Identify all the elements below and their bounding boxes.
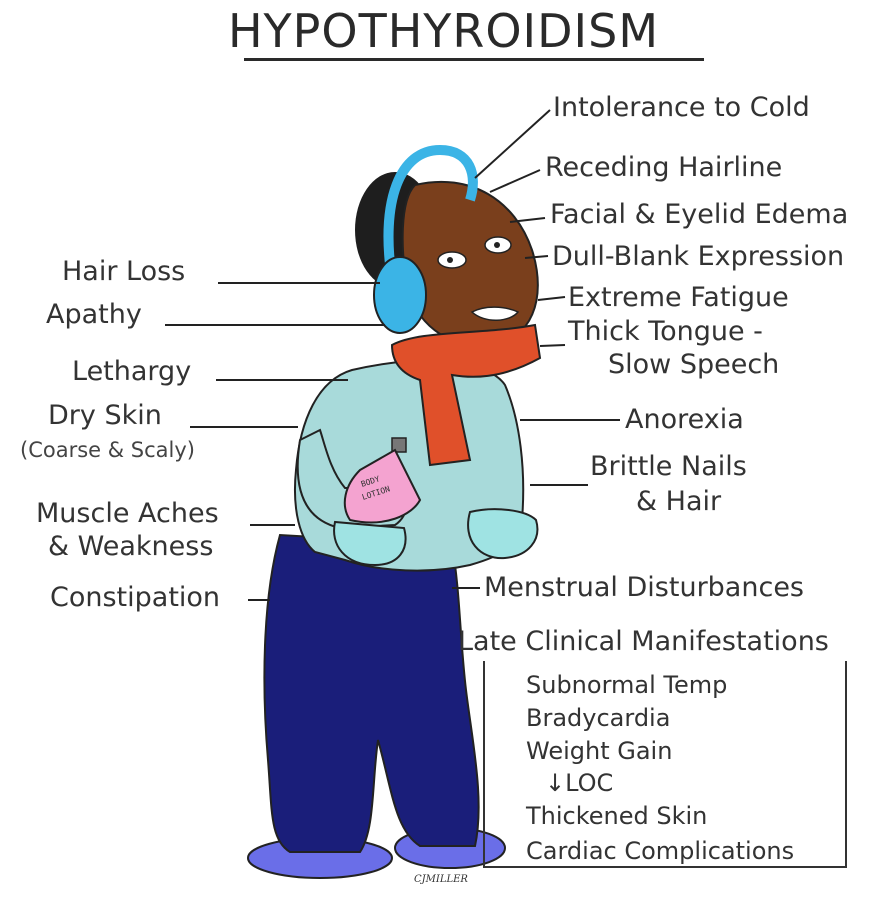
mitten-right (468, 509, 537, 558)
late-item-bradycardia: Bradycardia (526, 703, 670, 733)
artist-signature: CJMILLER (414, 874, 468, 885)
late-item-cardiac-complications: Cardiac Complications (526, 836, 794, 866)
title-underline (244, 58, 704, 61)
label-constipation: Constipation (50, 582, 220, 614)
late-manifestations-heading: Late Clinical Manifestations (458, 626, 829, 658)
label-brittle-nails: Brittle Nails (590, 451, 747, 483)
label-menstrual-disturbances: Menstrual Disturbances (484, 572, 804, 604)
late-item-subnormal-temp: Subnormal Temp (526, 670, 727, 700)
label-thick-tongue: Thick Tongue - (568, 316, 763, 348)
late-item-loc: ↓LOC (545, 768, 613, 798)
pants (264, 535, 478, 852)
label-lethargy: Lethargy (72, 356, 191, 388)
label-hair-loss: Hair Loss (62, 256, 185, 288)
label-anorexia: Anorexia (625, 404, 744, 436)
label-muscle-aches: Muscle Aches (36, 498, 219, 530)
late-item-weight-gain: Weight Gain (526, 736, 672, 766)
label-apathy: Apathy (46, 299, 142, 331)
label-and-hair: & Hair (636, 486, 721, 518)
label-receding-hairline: Receding Hairline (545, 152, 782, 184)
label-extreme-fatigue: Extreme Fatigue (568, 282, 789, 314)
label-dull-blank-expression: Dull-Blank Expression (552, 241, 844, 273)
label-slow-speech: Slow Speech (608, 349, 779, 381)
label-facial-eyelid-edema: Facial & Eyelid Edema (550, 199, 848, 231)
label-dry-skin: Dry Skin (48, 400, 162, 432)
late-item-thickened-skin: Thickened Skin (526, 801, 707, 831)
label-weakness: & Weakness (48, 531, 213, 563)
label-coarse-scaly: (Coarse & Scaly) (20, 434, 195, 466)
page-title: HYPOTHYROIDISM (0, 4, 887, 58)
label-intolerance-to-cold: Intolerance to Cold (553, 92, 810, 124)
